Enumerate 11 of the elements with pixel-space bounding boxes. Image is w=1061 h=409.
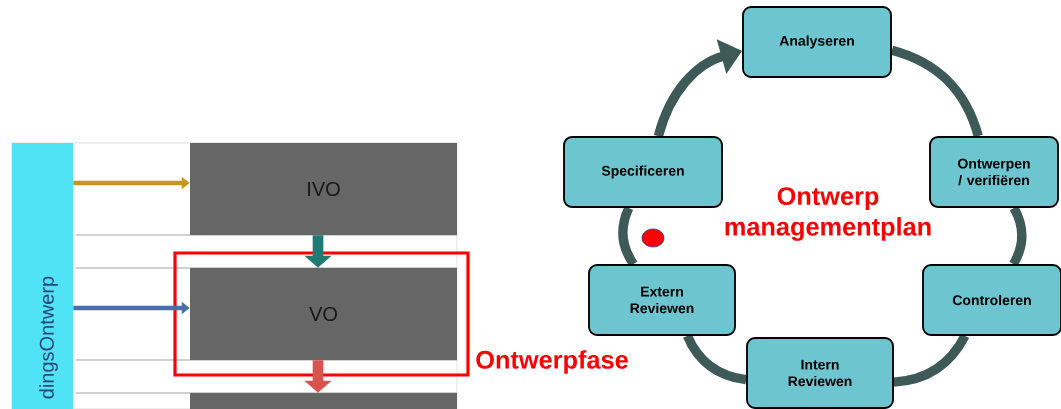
side-bar: dingsOntwerp bbox=[12, 143, 73, 409]
step-box: Specificeren bbox=[563, 136, 723, 208]
step-box: Ontwerpen / verifiëren bbox=[929, 136, 1059, 208]
step-box: Analyseren bbox=[742, 6, 892, 78]
step-box: Controleren bbox=[922, 264, 1061, 336]
center-title: Ontwerp managementplan bbox=[725, 187, 931, 241]
step-box: Intern Reviewen bbox=[746, 337, 894, 409]
frame-label: Ontwerpfase bbox=[476, 350, 628, 374]
step-box: Extern Reviewen bbox=[588, 264, 736, 336]
phase-box: IVO bbox=[190, 143, 457, 235]
phase-box: VO bbox=[190, 268, 457, 360]
